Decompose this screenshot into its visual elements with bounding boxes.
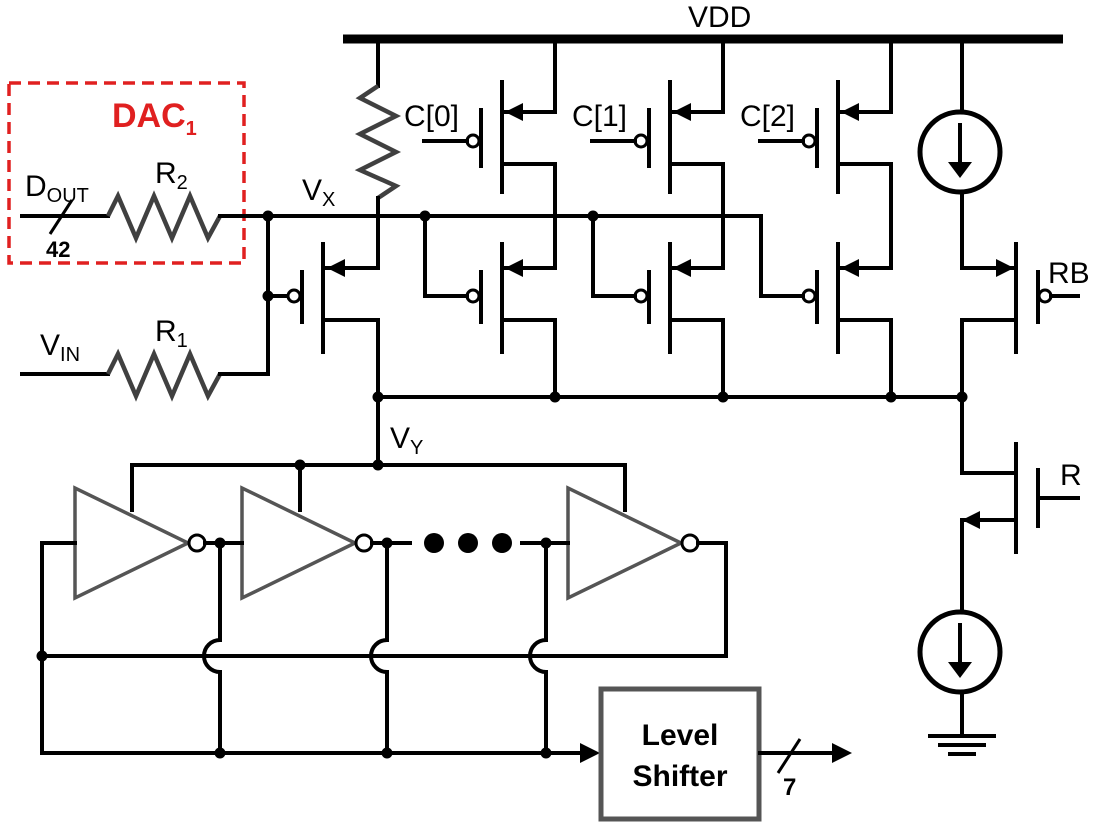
junction-dot [717, 391, 729, 403]
junction-dot [549, 391, 561, 403]
bias-resistor [354, 84, 402, 200]
pmos-column-c0 [422, 37, 557, 399]
current-source-bottom [917, 609, 1003, 695]
input-pmos-transistor [266, 242, 380, 399]
r1-resistor [105, 348, 222, 402]
pmos-column-c1 [590, 37, 725, 399]
junction-dot [381, 747, 393, 759]
c0-label: C[0] [404, 100, 459, 133]
output-bus-width: 7 [783, 774, 796, 801]
vx-label: VX [302, 174, 335, 211]
vdd-label: VDD [688, 1, 751, 34]
inverter-n [566, 485, 700, 601]
r2-resistor [105, 190, 222, 244]
output-bus-slash [776, 738, 802, 774]
pmos-column-c2 [758, 37, 893, 399]
dac-block-border [7, 81, 246, 265]
junction-dot [885, 391, 897, 403]
level-shifter-line1: Level [642, 719, 719, 752]
current-source-top [917, 109, 1003, 195]
r-nmos-transistor [960, 442, 1080, 617]
junction-dot [36, 650, 48, 662]
junction-dot [214, 747, 226, 759]
inverter-2 [240, 485, 374, 601]
r2-label: R2 [155, 157, 188, 194]
r-label: R [1060, 459, 1082, 492]
junction-dot [372, 459, 384, 471]
tap-bus-arrow [580, 743, 600, 763]
dout-bus-width: 42 [46, 237, 70, 262]
ellipsis-icon [424, 533, 512, 553]
dac-block-title: DAC1 [112, 97, 197, 140]
level-shifter-line2: Shifter [632, 760, 727, 793]
c1-label: C[1] [572, 100, 627, 133]
rb-label: RB [1048, 257, 1090, 290]
ground-icon [928, 734, 996, 756]
vy-label: VY [390, 422, 423, 459]
level-shifter-block [598, 686, 762, 822]
dout-bus-slash [48, 199, 74, 235]
output-bus-arrow [832, 743, 852, 763]
vin-label: VIN [40, 329, 80, 366]
c2-label: C[2] [740, 100, 795, 133]
junction-dot [540, 747, 552, 759]
rb-pmos-transistor [960, 242, 1080, 475]
dout-label: DOUT [25, 170, 89, 207]
inverter-1 [73, 485, 207, 601]
r1-label: R1 [155, 315, 188, 352]
